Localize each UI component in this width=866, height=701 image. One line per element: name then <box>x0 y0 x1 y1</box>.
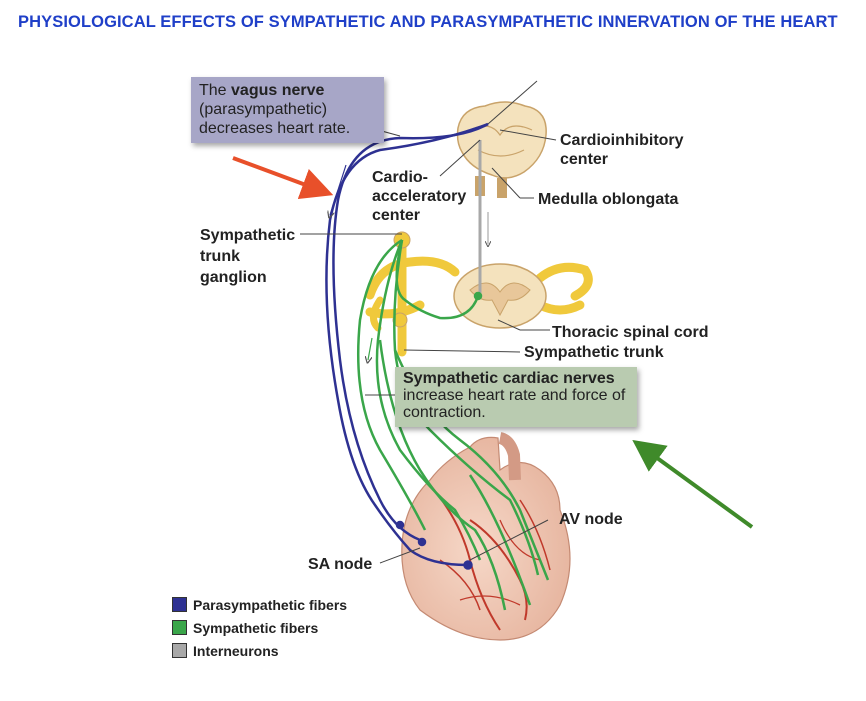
leader-lines <box>300 80 557 564</box>
label-cardioinhibitory-center: Cardioinhibitory center <box>560 132 684 168</box>
label-sa-node: SA node <box>308 556 373 573</box>
label-cardioacceleratory-center: Cardio- acceleratory center <box>372 169 467 224</box>
sympathetic-cardiac-nerves-box: Sympathetic cardiac nerves increase hear… <box>395 367 637 427</box>
label-sympathetic-trunk: Sympathetic trunk <box>524 344 664 361</box>
vagus-bold: vagus nerve <box>231 82 325 99</box>
legend-item-interneurons: Interneurons <box>172 639 347 662</box>
legend-swatch <box>172 597 187 612</box>
sympathetic-fibers <box>357 238 550 611</box>
red-arrow <box>232 156 334 200</box>
vagus-prefix: The <box>199 82 232 99</box>
legend-label: Parasympathetic fibers <box>193 596 348 613</box>
page-title: PHYSIOLOGICAL EFFECTS OF SYMPATHETIC AND… <box>18 13 838 31</box>
label-sympathetic-trunk-ganglion: Sympathetic trunk ganglion <box>200 227 296 286</box>
parasympathetic-fibers <box>325 122 489 570</box>
vagus-nerve-box: The vagus nerve (parasympathetic) decrea… <box>191 77 384 143</box>
legend-swatch <box>172 643 187 658</box>
legend: Parasympathetic fibers Sympathetic fiber… <box>172 593 347 662</box>
legend-item-parasympathetic: Parasympathetic fibers <box>172 593 347 616</box>
vagus-line2: (parasympathetic) <box>199 101 328 118</box>
label-medulla-oblongata: Medulla oblongata <box>538 191 679 208</box>
legend-swatch <box>172 620 187 635</box>
legend-item-sympathetic: Sympathetic fibers <box>172 616 347 639</box>
interneuron-fiber <box>478 140 488 298</box>
label-av-node: AV node <box>559 511 623 528</box>
legend-label: Sympathetic fibers <box>193 619 319 636</box>
legend-label: Interneurons <box>193 642 279 659</box>
symp-rest: increase heart rate and force of contrac… <box>403 387 626 421</box>
sympathetic-trunk-shape <box>370 231 411 357</box>
green-arrow <box>632 439 754 529</box>
symp-bold: Sympathetic cardiac nerves <box>403 370 615 387</box>
heart-shape <box>401 432 571 641</box>
label-thoracic-spinal-cord: Thoracic spinal cord <box>552 324 709 341</box>
vagus-line3: decreases heart rate. <box>199 120 351 137</box>
